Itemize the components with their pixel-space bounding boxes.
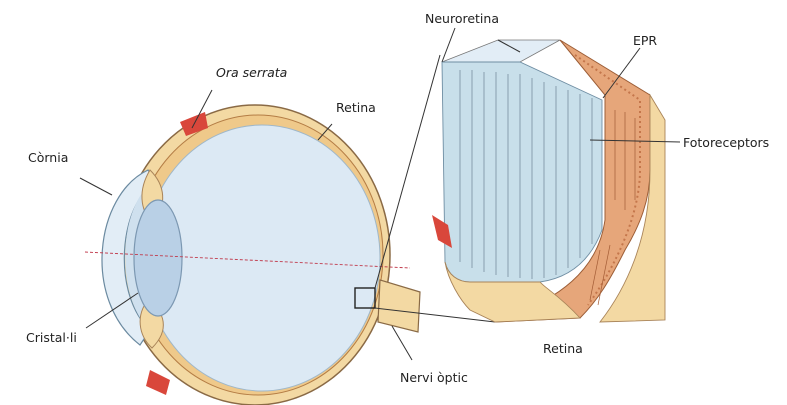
label-fotoreceptors: Fotoreceptors — [683, 137, 769, 150]
label-neuroretina: Neuroretina — [425, 13, 499, 26]
label-retina-bottom: Retina — [543, 343, 583, 356]
retina-detail-block — [432, 40, 665, 322]
pointer-nervi-optic — [392, 326, 412, 360]
label-cristall: Cristal·li — [26, 332, 77, 345]
pointer-cornia — [80, 178, 112, 195]
label-nervi-optic: Nervi òptic — [400, 372, 468, 385]
muscle-lower — [146, 370, 170, 395]
neuroretina-block — [442, 62, 602, 282]
pointer-neuroretina-left — [442, 28, 455, 62]
label-ora-serrata: Ora serrata — [216, 67, 287, 80]
lens — [134, 200, 182, 316]
retina-block-top — [442, 40, 560, 62]
zoom-line-top — [375, 55, 440, 288]
label-cornia: Còrnia — [28, 152, 68, 165]
label-retina-top: Retina — [336, 102, 376, 115]
label-epr: EPR — [633, 35, 657, 48]
optic-nerve — [378, 280, 420, 332]
